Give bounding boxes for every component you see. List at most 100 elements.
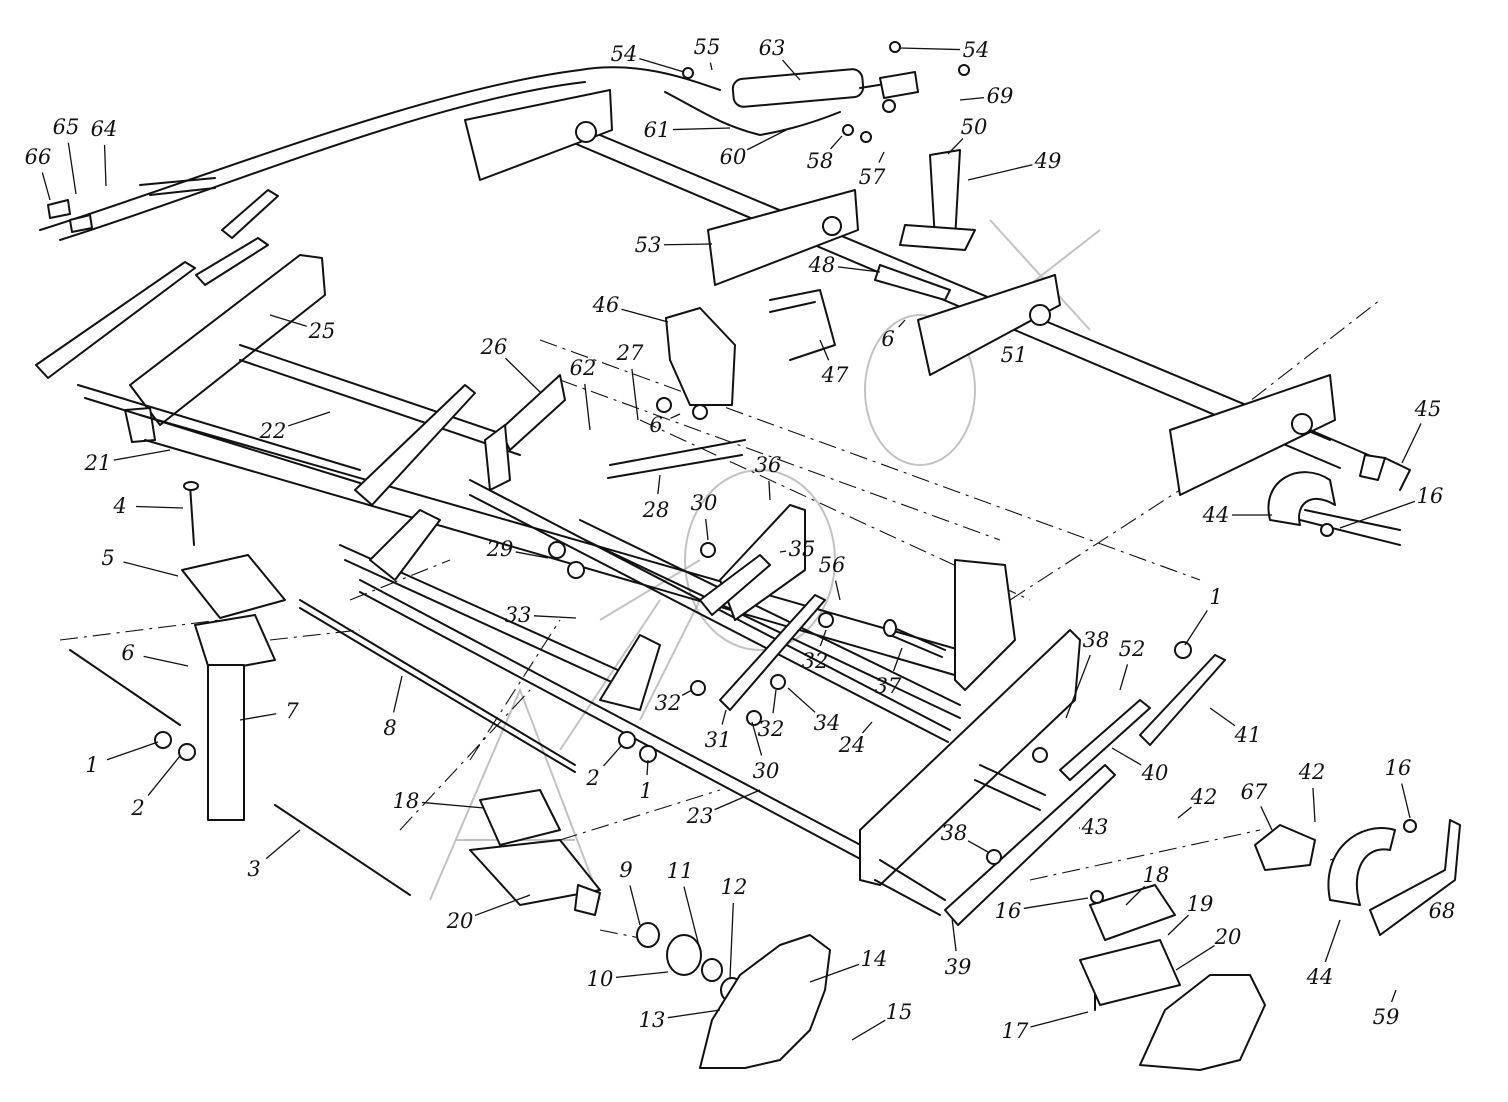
- callout-6b: 6: [649, 413, 662, 437]
- leader-23: [714, 789, 761, 811]
- callout-60: 60: [720, 145, 747, 169]
- leader-64: [103, 144, 107, 187]
- leader-18b: [1125, 885, 1146, 906]
- callout-54a: 54: [611, 42, 638, 66]
- leader-50: [947, 138, 964, 155]
- leader-20a: [474, 894, 531, 917]
- leader-29: [515, 551, 549, 559]
- callout-12: 12: [721, 875, 748, 899]
- top-link-bracket: [874, 149, 976, 301]
- callout-52: 52: [1119, 637, 1146, 661]
- leader-4: [135, 505, 184, 509]
- callout-20b: 20: [1214, 925, 1242, 949]
- leader-16c: [1401, 783, 1411, 819]
- leader-10: [615, 971, 669, 979]
- callout-1c: 1: [1209, 585, 1222, 609]
- callout-9: 9: [619, 858, 632, 882]
- leader-66: [41, 172, 51, 201]
- main-beams: [299, 479, 961, 863]
- leader-60: [746, 127, 791, 151]
- callout-30a: 30: [691, 491, 718, 515]
- leader-18a: [421, 801, 485, 809]
- leader-53: [663, 243, 713, 246]
- leader-39: [951, 917, 957, 952]
- callout-42b: 42: [1190, 785, 1218, 809]
- leader-45: [1401, 423, 1422, 464]
- leader-38a: [1065, 654, 1091, 719]
- callout-22: 22: [259, 419, 287, 443]
- leader-5: [123, 561, 179, 577]
- callout-16a: 16: [1417, 484, 1444, 508]
- leader-24: [862, 721, 873, 734]
- callout-6c: 6: [881, 327, 894, 351]
- callout-19: 19: [1187, 892, 1214, 916]
- callout-49: 49: [1034, 149, 1062, 173]
- callout-labels: 1112234566678910111213141516161617181819…: [25, 35, 1456, 1043]
- leader-62: [584, 383, 591, 431]
- leader-11: [683, 886, 701, 951]
- plate-26: [499, 374, 566, 451]
- callout-34: 34: [814, 711, 841, 735]
- callout-68: 68: [1429, 899, 1456, 923]
- leader-54a: [639, 57, 685, 73]
- callout-3: 3: [247, 857, 260, 881]
- callout-42a: 42: [1298, 760, 1326, 784]
- callout-38b: 38: [941, 821, 968, 845]
- leader-12: [729, 902, 734, 979]
- callout-46: 46: [592, 293, 620, 317]
- callout-51: 51: [1001, 343, 1028, 367]
- leader-17: [1030, 1011, 1089, 1028]
- callout-32c: 32: [802, 649, 829, 673]
- leader-55: [709, 62, 713, 71]
- leader-37: [892, 647, 903, 672]
- leader-38b: [967, 840, 989, 853]
- callout-39: 39: [945, 955, 972, 979]
- callout-54b: 54: [963, 38, 990, 62]
- callout-58: 58: [807, 149, 834, 173]
- leader-32a: [681, 689, 693, 696]
- leader-20b: [1175, 945, 1215, 971]
- left-standard: [69, 481, 411, 896]
- leader-15: [851, 1019, 886, 1041]
- callout-62: 62: [570, 356, 597, 380]
- leader-52: [1119, 664, 1129, 691]
- leader-2b: [603, 744, 623, 767]
- callout-2a: 2: [130, 796, 144, 820]
- callout-18b: 18: [1143, 863, 1170, 887]
- arm-left: [35, 261, 196, 379]
- callout-50: 50: [961, 115, 988, 139]
- callout-30b: 30: [753, 759, 780, 783]
- leader-19: [1167, 914, 1189, 936]
- leader-3: [265, 829, 301, 860]
- leader-63: [782, 59, 801, 81]
- spring-tines: [1254, 457, 1461, 936]
- callout-40: 40: [1141, 761, 1169, 785]
- leader-22: [287, 411, 331, 427]
- callout-5: 5: [101, 546, 114, 570]
- leader-56: [834, 580, 841, 601]
- leader-54b: [899, 47, 961, 51]
- callout-56: 56: [819, 553, 846, 577]
- leader-67: [1260, 806, 1273, 831]
- callout-67: 67: [1241, 780, 1268, 804]
- leader-49: [967, 164, 1033, 181]
- hydraulic-cylinder: [47, 68, 919, 233]
- hitch-plate-middle: [707, 189, 859, 286]
- hitch-plate-right: [1169, 374, 1336, 496]
- plate-41: [1139, 654, 1226, 746]
- hitch-plate-left: [464, 89, 613, 181]
- leader-1c: [1184, 610, 1208, 646]
- callout-6a: 6: [121, 641, 134, 665]
- leader-32b: [772, 689, 777, 714]
- callout-43: 43: [1081, 815, 1109, 839]
- callout-66: 66: [25, 145, 52, 169]
- leader-26: [504, 357, 541, 393]
- leader-40: [1111, 747, 1142, 766]
- callout-44a: 44: [1202, 503, 1230, 527]
- leader-6b: [670, 413, 681, 419]
- leader-33: [533, 615, 577, 619]
- callout-1a: 1: [85, 753, 98, 777]
- leader-16a: [1339, 500, 1416, 529]
